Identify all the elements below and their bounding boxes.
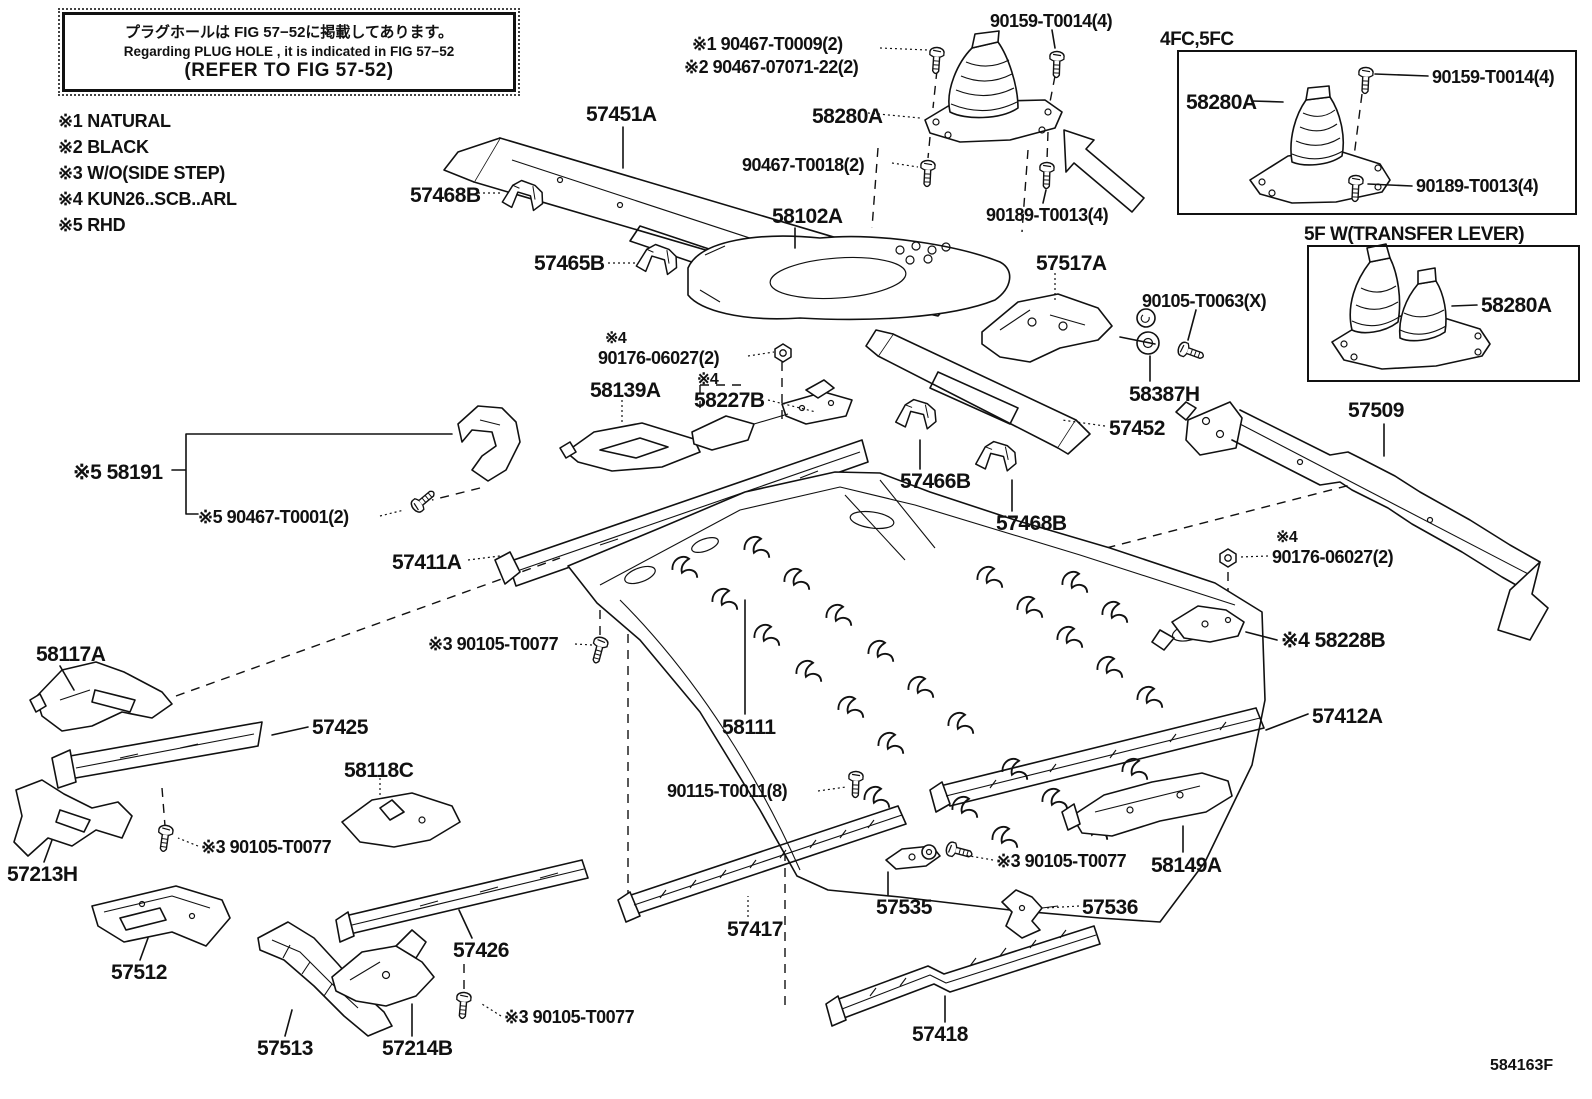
part-label-90176-06027-1: 90176-06027(2) [598,348,720,368]
part-label-57535: 57535 [876,896,932,919]
part-57468b-1-drawing [501,177,547,213]
legend-item-4: ※4 KUN26..SCB..ARL [58,189,237,209]
part-label-58280a-1: 58280A [1186,91,1257,114]
inset-box2-title: 5F W(TRANSFER LEVER) [1304,224,1525,245]
part-label-57468b-1: 57468B [410,184,481,207]
part-label-mark4-1: ※4 [605,330,627,347]
part-57536-drawing [1001,889,1059,939]
part-58149a-drawing [1061,772,1233,837]
part-label-mark4-2: ※4 [697,371,719,388]
part-label-57466b: 57466B [900,470,971,493]
part-label-90467-07071: ※2 90467-07071-22(2) [684,57,859,77]
part-57214b-drawing [331,929,435,1007]
part-57465b-drawing [635,241,681,277]
part-label-58280a-2: 58280A [812,105,883,128]
legend-item-2: ※2 BLACK [58,137,149,157]
legend: ※1 NATURAL ※2 BLACK ※3 W/O(SIDE STEP) ※4… [58,108,237,238]
part-label-90105-t0077-3: ※3 90105-T0077 [996,851,1127,871]
part-label-90159-t0014-1: 90159-T0014(4) [990,11,1113,31]
part-label-58111: 58111 [722,716,776,739]
part-label-58118c: 58118C [344,759,414,782]
part-label-90176-06027-2: 90176-06027(2) [1272,547,1394,567]
part-label-57214b: 57214B [382,1037,453,1060]
direction-arrow [1063,129,1145,213]
part-label-90467-t0009: ※1 90467-T0009(2) [692,34,843,54]
part-58228b-drawing [1151,605,1245,651]
part-57426-drawing [335,859,589,943]
leader-lines [43,29,1478,1037]
part-58118c-drawing [341,792,461,848]
part-label-90115-t0011: 90115-T0011(8) [667,781,788,801]
part-label-57512: 57512 [111,961,167,984]
part-57418-drawing [825,925,1101,1027]
part-57213h-drawing [13,779,133,857]
part-58102a-drawing [687,235,1011,321]
part-label-58149a: 58149A [1151,854,1222,877]
part-label-57418: 57418 [912,1023,968,1046]
part-label-90467-t0018: 90467-T0018(2) [742,155,865,175]
part-label-57425: 57425 [312,716,368,739]
part-57417-drawing [617,805,907,923]
part-label-57517a: 57517A [1036,252,1107,275]
part-57466b-drawing [894,397,939,431]
part-label-57213h: 57213H [7,863,78,886]
inset-box2-frame [1307,245,1580,382]
part-label-58227b: 58227B [694,389,765,412]
legend-item-1: ※1 NATURAL [58,111,171,131]
part-57512-drawing [91,885,231,947]
part-58139a-drawing [559,422,701,472]
part-58191-drawing [457,405,521,482]
part-label-58102a: 58102A [772,205,843,228]
note-box-refer-line: (REFER TO FIG 57-52) [184,60,394,81]
part-label-90105-t0077-1: ※3 90105-T0077 [428,634,559,654]
part-label-57426: 57426 [453,939,509,962]
inset-box1-title: 4FC,5FC [1160,29,1234,50]
part-label-57417: 57417 [727,918,783,941]
part-57425-drawing [51,721,263,789]
inset-box2-drawing [1331,243,1491,370]
part-label-58139a: 58139A [590,379,661,402]
part-label-58387h: 58387H [1129,383,1200,406]
part-57468b-2-drawing [974,439,1019,473]
part-label-90159-t0014-2: 90159-T0014(4) [1432,67,1555,87]
figure-code: 584163F [1490,1057,1554,1074]
part-label-57509: 57509 [1348,399,1404,422]
note-box-japanese-line: プラグホールは FIG 57−52に掲載してあります。 [124,24,454,41]
part-label-57452: 57452 [1109,417,1165,440]
legend-item-5: ※5 RHD [58,215,126,235]
part-label-mark4-3: ※4 [1276,529,1298,546]
part-label-58117a: 58117A [36,643,106,666]
part-label-57465b: 57465B [534,252,605,275]
part-label-57513: 57513 [257,1037,313,1060]
note-box-english-line: Regarding PLUG HOLE , it is indicated in… [123,44,455,59]
part-57509-drawing [1175,401,1549,641]
part-label-90189-t0013-2: 90189-T0013(4) [986,205,1109,225]
part-label-90105-t0063: 90105-T0063(X) [1142,291,1267,311]
part-label-90467-t0001: ※5 90467-T0001(2) [198,507,349,527]
part-label-90189-t0013-1: 90189-T0013(4) [1416,176,1539,196]
legend-item-3: ※3 W/O(SIDE STEP) [58,163,225,183]
part-57513-drawing [257,921,393,1037]
part-label-57536: 57536 [1082,896,1138,919]
part-label-90105-t0077-4: ※3 90105-T0077 [504,1007,635,1027]
part-57517a-drawing [981,293,1113,363]
part-58117a-drawing [29,661,173,732]
part-label-90105-t0077-2: ※3 90105-T0077 [201,837,332,857]
inset-box1-frame [1177,50,1577,215]
part-58227b-drawing [691,379,853,451]
part-label-57411a: 57411A [392,551,462,574]
part-57452-drawing [865,329,1091,455]
part-label-57412a: 57412A [1312,705,1383,728]
note-box: プラグホールは FIG 57−52に掲載してあります。 Regarding PL… [58,8,520,96]
part-57412a-drawing [929,707,1265,813]
part-label-57468b-2: 57468B [996,512,1067,535]
part-58280a-center-drawing [924,30,1063,143]
part-label-58228b: ※4 58228B [1281,629,1386,652]
part-label-58191: ※5 58191 [73,461,163,484]
part-label-57451a: 57451A [586,103,657,126]
part-label-58280a-3: 58280A [1481,294,1552,317]
